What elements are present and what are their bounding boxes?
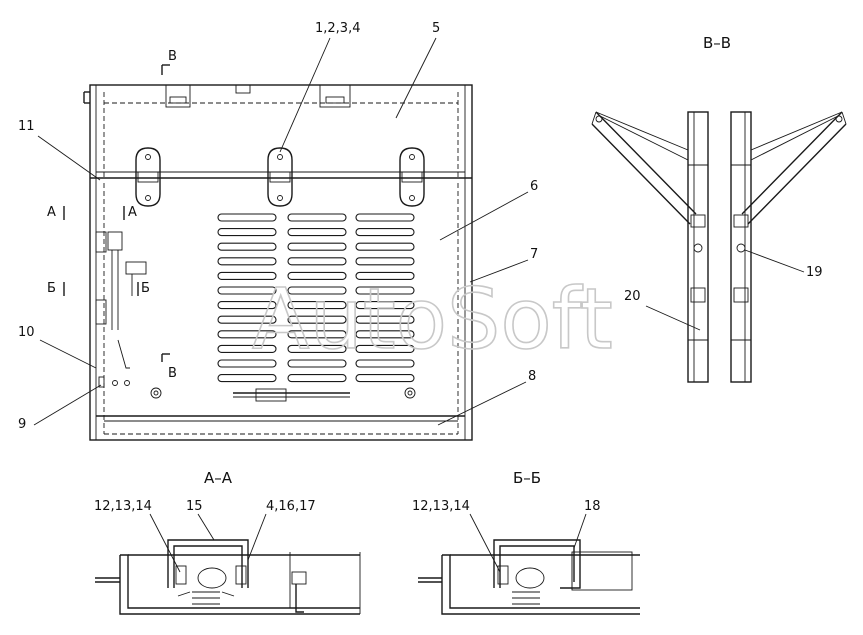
vent-slot	[217, 213, 277, 222]
label-aa-121314: 12,13,14	[94, 499, 152, 514]
vent-slot	[355, 301, 415, 310]
vent-slot	[287, 286, 347, 295]
hinge-middle	[267, 147, 293, 207]
vent-slot	[217, 330, 277, 339]
vent-slot	[355, 242, 415, 251]
vent-slot	[217, 242, 277, 251]
vent-slot	[355, 359, 415, 368]
vent-slots	[217, 213, 415, 383]
watermark: AutoSoft	[252, 270, 613, 368]
vent-slot	[217, 374, 277, 383]
vent-slot	[355, 228, 415, 237]
vent-slot	[217, 228, 277, 237]
vent-slot	[217, 301, 277, 310]
label-41617: 4,16,17	[266, 499, 316, 514]
right-post	[730, 111, 752, 383]
callouts-front: 1,2,3,4 5 6 7 8 11 10 9	[18, 21, 538, 432]
vent-slot	[287, 315, 347, 324]
section-aa-view: А–А 12,13,14 15 4,16,17	[94, 469, 361, 615]
section-bbcyr-view: Б–Б 12,13,14 18	[412, 469, 640, 615]
vent-slot	[217, 359, 277, 368]
vent-slot	[287, 374, 347, 383]
vent-slot	[355, 374, 415, 383]
vent-slot	[355, 315, 415, 324]
section-bbcyr-title: Б–Б	[513, 469, 541, 487]
label-1234: 1,2,3,4	[315, 21, 360, 36]
label-7: 7	[530, 247, 538, 262]
vent-slot	[217, 286, 277, 295]
label-8: 8	[528, 369, 536, 384]
front-view	[83, 84, 473, 441]
outer-frame	[89, 84, 473, 441]
vent-slot	[287, 330, 347, 339]
vent-slot	[217, 344, 277, 353]
vent-slot	[287, 257, 347, 266]
vent-slot	[287, 344, 347, 353]
vent-slot	[355, 213, 415, 222]
vent-slot	[287, 228, 347, 237]
label-5: 5	[432, 21, 440, 36]
section-mark-a-right: А	[128, 205, 137, 220]
vent-slot	[217, 271, 277, 280]
section-mark-be-left: Б	[47, 281, 56, 296]
label-11: 11	[18, 119, 35, 134]
vent-slot	[355, 271, 415, 280]
vent-slot	[287, 242, 347, 251]
vent-slot	[287, 271, 347, 280]
label-6: 6	[530, 179, 538, 194]
vent-slot	[355, 286, 415, 295]
label-bb-121314: 12,13,14	[412, 499, 470, 514]
label-20: 20	[624, 289, 641, 304]
vent-slot	[355, 330, 415, 339]
vent-slot	[287, 301, 347, 310]
label-15: 15	[186, 499, 203, 514]
label-9: 9	[18, 417, 26, 432]
label-19: 19	[806, 265, 823, 280]
section-bb-title: В–В	[703, 34, 731, 52]
left-post	[687, 111, 709, 383]
label-10: 10	[18, 325, 35, 340]
section-mark-a-left: А	[47, 205, 56, 220]
section-mark-b-bottom: В	[168, 366, 177, 381]
hinge-left	[135, 147, 161, 207]
vent-slot	[287, 359, 347, 368]
vent-slot	[355, 257, 415, 266]
section-mark-be-right: Б	[141, 281, 150, 296]
vent-slot	[217, 315, 277, 324]
vent-slot	[217, 257, 277, 266]
section-aa-title: А–А	[204, 469, 233, 487]
section-bb-view: В–В 19 20	[591, 34, 847, 383]
vent-slot	[355, 344, 415, 353]
label-18: 18	[584, 499, 601, 514]
section-mark-b-top: В	[168, 49, 177, 64]
vent-slot	[287, 213, 347, 222]
hinge-right	[399, 147, 425, 207]
section-marks: В В А А Б Б	[47, 49, 177, 381]
